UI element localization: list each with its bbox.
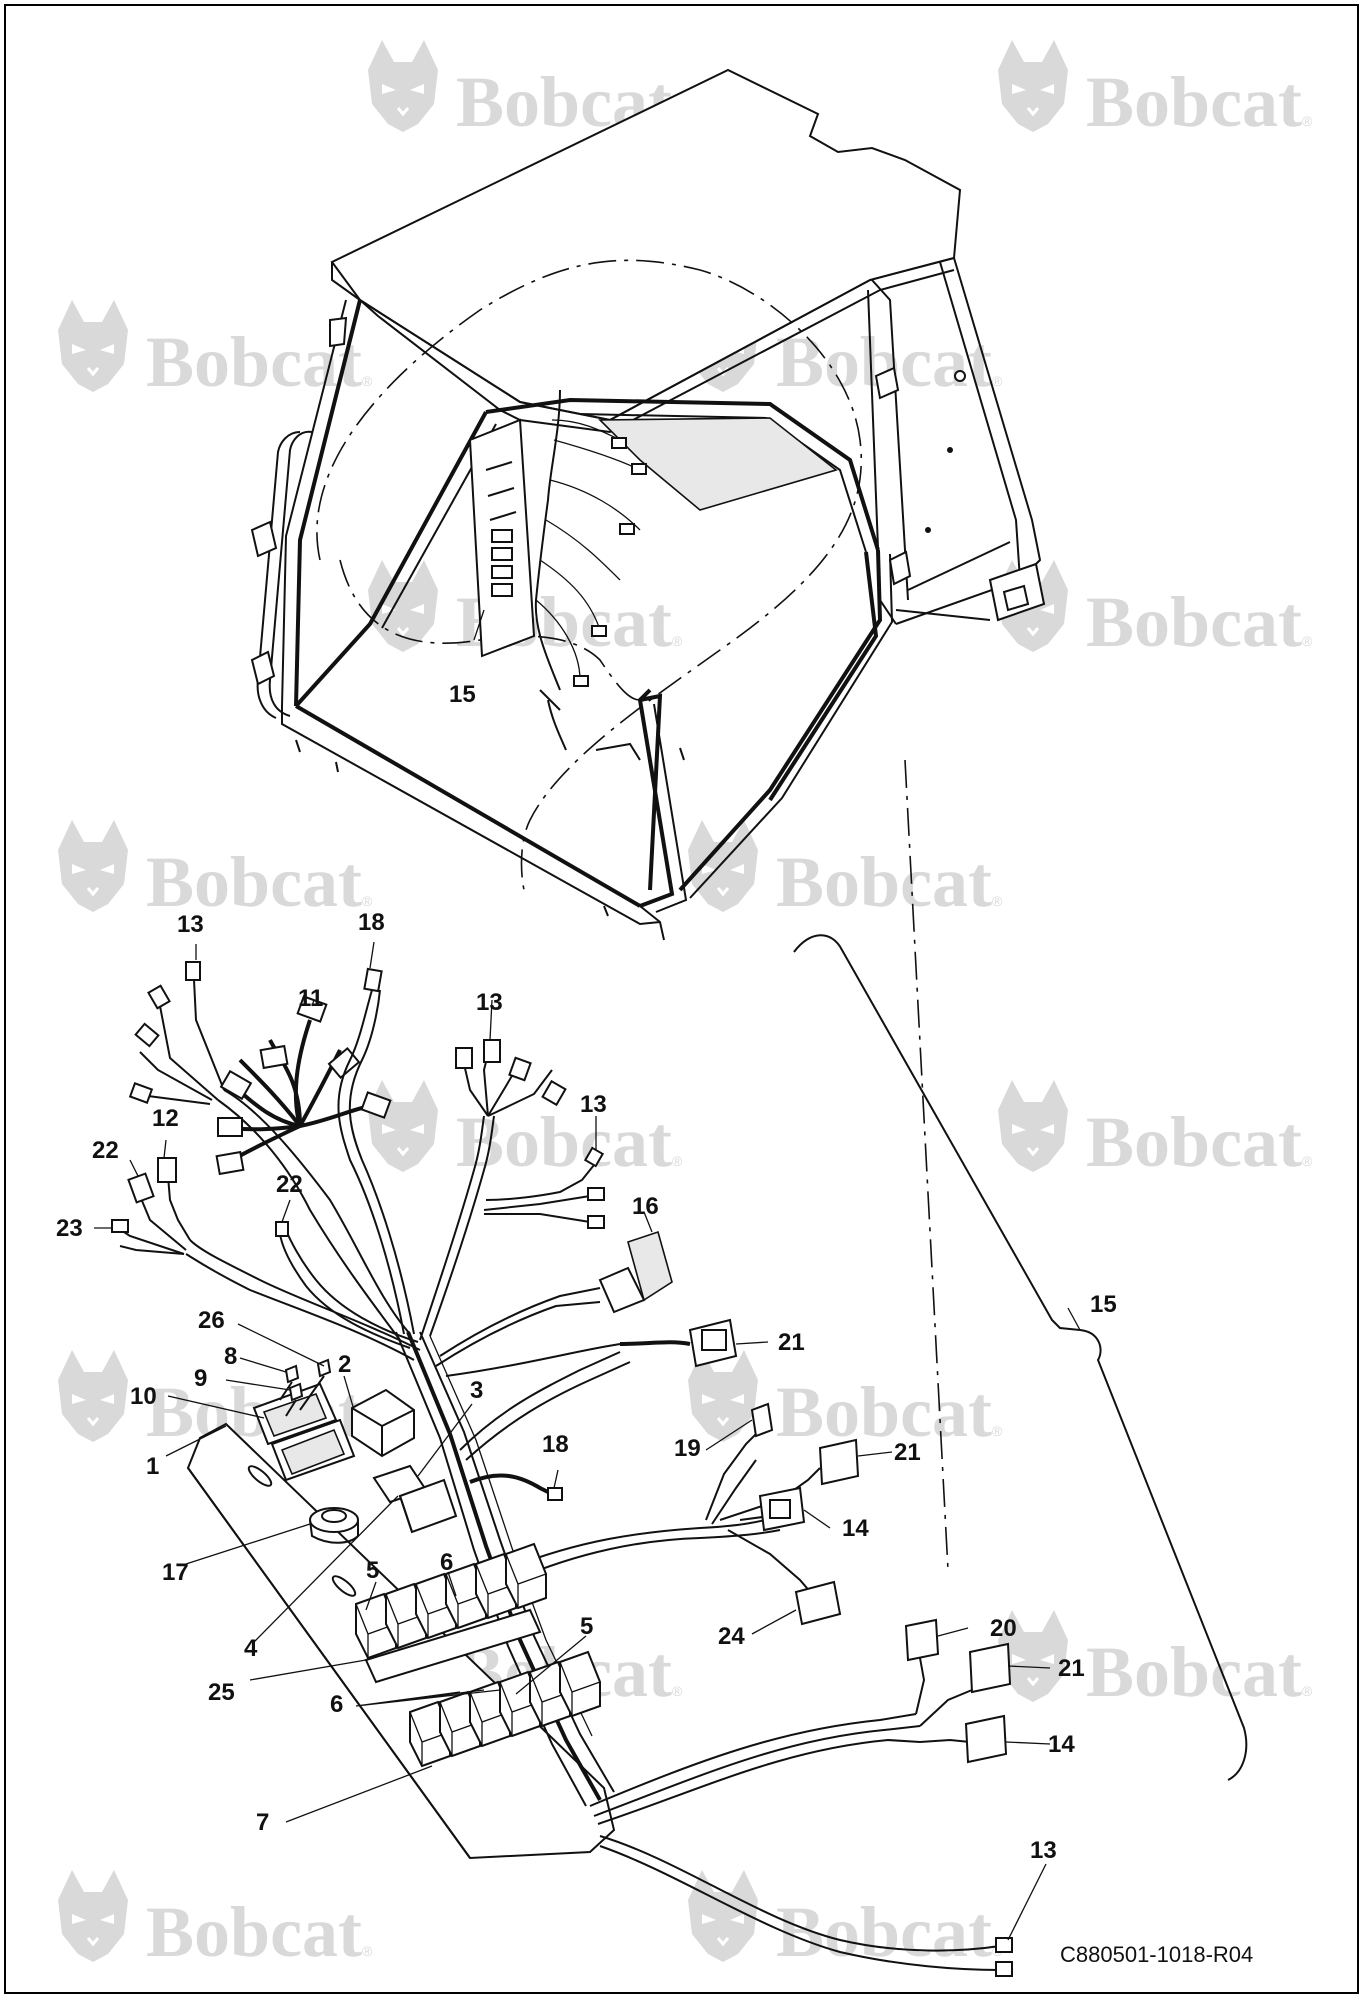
reference-line — [904, 759, 949, 1571]
callout-9: 9 — [194, 1365, 207, 1392]
callout-8: 8 — [224, 1343, 237, 1370]
watermark: Bobcat® — [996, 1608, 1313, 1712]
watermark-mark: ® — [992, 893, 1003, 909]
callout-5: 5 — [366, 1557, 379, 1584]
watermark-mark: ® — [672, 1153, 683, 1169]
callout-21: 21 — [1058, 1655, 1085, 1682]
callout-13: 13 — [1030, 1837, 1057, 1864]
bobcat-head-logo-icon — [366, 38, 440, 134]
watermark: Bobcat® — [686, 1868, 1003, 1972]
callout-12: 12 — [152, 1105, 179, 1132]
bobcat-head-logo-icon — [996, 38, 1070, 134]
callout-26: 26 — [198, 1307, 225, 1334]
callout-25: 25 — [208, 1679, 235, 1706]
watermark: Bobcat® — [366, 1078, 683, 1182]
callout-6: 6 — [330, 1691, 343, 1718]
bobcat-head-logo-icon — [56, 818, 130, 914]
watermark: Bobcat® — [996, 38, 1313, 142]
callout-14: 14 — [1048, 1731, 1075, 1758]
watermark: Bobcat® — [686, 818, 1003, 922]
watermark-brand: Bobcat — [456, 1102, 672, 1182]
watermark: Bobcat® — [56, 1868, 373, 1972]
callout-4: 4 — [244, 1635, 258, 1662]
watermark-layer: Bobcat®Bobcat®Bobcat®Bobcat®Bobcat®Bobca… — [56, 38, 1313, 1972]
harness-assembly — [111, 961, 1013, 1977]
callout-22: 22 — [92, 1137, 119, 1164]
cab-assembly — [250, 68, 1046, 941]
callout-13: 13 — [580, 1091, 607, 1118]
callout-14: 14 — [842, 1515, 869, 1542]
watermark: Bobcat® — [56, 818, 373, 922]
callout-labels: 15 13 18 11 13 13 12 22 22 23 16 15 26 2… — [56, 681, 1117, 1864]
watermark-mark: ® — [362, 373, 373, 389]
watermark-mark: ® — [1302, 633, 1313, 649]
watermark-brand: Bobcat — [146, 842, 362, 922]
watermark-mark: ® — [362, 1943, 373, 1959]
watermark-brand: Bobcat — [1086, 1102, 1302, 1182]
watermark-mark: ® — [1302, 1683, 1313, 1699]
watermark-mark: ® — [672, 633, 683, 649]
watermark-mark: ® — [362, 893, 373, 909]
watermark-brand: Bobcat — [776, 842, 992, 922]
bobcat-head-logo-icon — [366, 1078, 440, 1174]
callout-17: 17 — [162, 1559, 189, 1586]
relay — [505, 1542, 547, 1610]
callout-21: 21 — [894, 1439, 921, 1466]
callout-16: 16 — [632, 1193, 659, 1220]
callout-2: 2 — [338, 1351, 351, 1378]
watermark-brand: Bobcat — [146, 322, 362, 402]
watermark-brand: Bobcat — [146, 1892, 362, 1972]
watermark: Bobcat® — [56, 298, 373, 402]
callout-5: 5 — [580, 1613, 593, 1640]
bobcat-head-logo-icon — [996, 1078, 1070, 1174]
callout-13: 13 — [177, 911, 204, 938]
relay-edge — [559, 1661, 601, 1716]
bobcat-head-logo-icon — [56, 298, 130, 394]
watermark-mark: ® — [992, 373, 1003, 389]
callout-15-harness: 15 — [1090, 1291, 1117, 1318]
callout-11: 11 — [298, 985, 323, 1012]
callout-3: 3 — [470, 1377, 483, 1404]
callout-13: 13 — [476, 989, 503, 1016]
callout-21: 21 — [778, 1329, 805, 1356]
bobcat-head-logo-icon — [56, 1868, 130, 1964]
callout-20: 20 — [990, 1615, 1017, 1642]
watermark-brand: Bobcat — [1086, 582, 1302, 662]
callout-18: 18 — [358, 909, 385, 936]
watermark-brand: Bobcat — [1086, 1632, 1302, 1712]
relay — [559, 1650, 601, 1718]
watermark-brand: Bobcat — [776, 1372, 992, 1452]
callout-23: 23 — [56, 1215, 83, 1242]
watermark-mark: ® — [1302, 113, 1313, 129]
relay-edge — [505, 1553, 547, 1608]
leader-lines — [94, 609, 1081, 1941]
watermark: Bobcat® — [996, 558, 1313, 662]
watermark: Bobcat® — [686, 1348, 1003, 1452]
callout-22: 22 — [276, 1171, 303, 1198]
callout-24: 24 — [718, 1623, 745, 1650]
watermark-mark: ® — [992, 1423, 1003, 1439]
callout-6: 6 — [440, 1549, 453, 1576]
assembly-bracket — [793, 934, 1248, 1781]
callout-15-cab: 15 — [449, 681, 476, 708]
bobcat-head-logo-icon — [56, 1348, 130, 1444]
callout-18: 18 — [542, 1431, 569, 1458]
watermark: Bobcat® — [996, 1078, 1313, 1182]
callout-7: 7 — [256, 1809, 269, 1836]
callout-1: 1 — [146, 1453, 159, 1480]
watermark-mark: ® — [672, 1683, 683, 1699]
bobcat-head-logo-icon — [686, 818, 760, 914]
callout-19: 19 — [674, 1435, 701, 1462]
callout-10: 10 — [130, 1383, 157, 1410]
document-id: C880501-1018-R04 — [1060, 1942, 1253, 1967]
watermark-brand: Bobcat — [1086, 62, 1302, 142]
watermark-mark: ® — [1302, 1153, 1313, 1169]
